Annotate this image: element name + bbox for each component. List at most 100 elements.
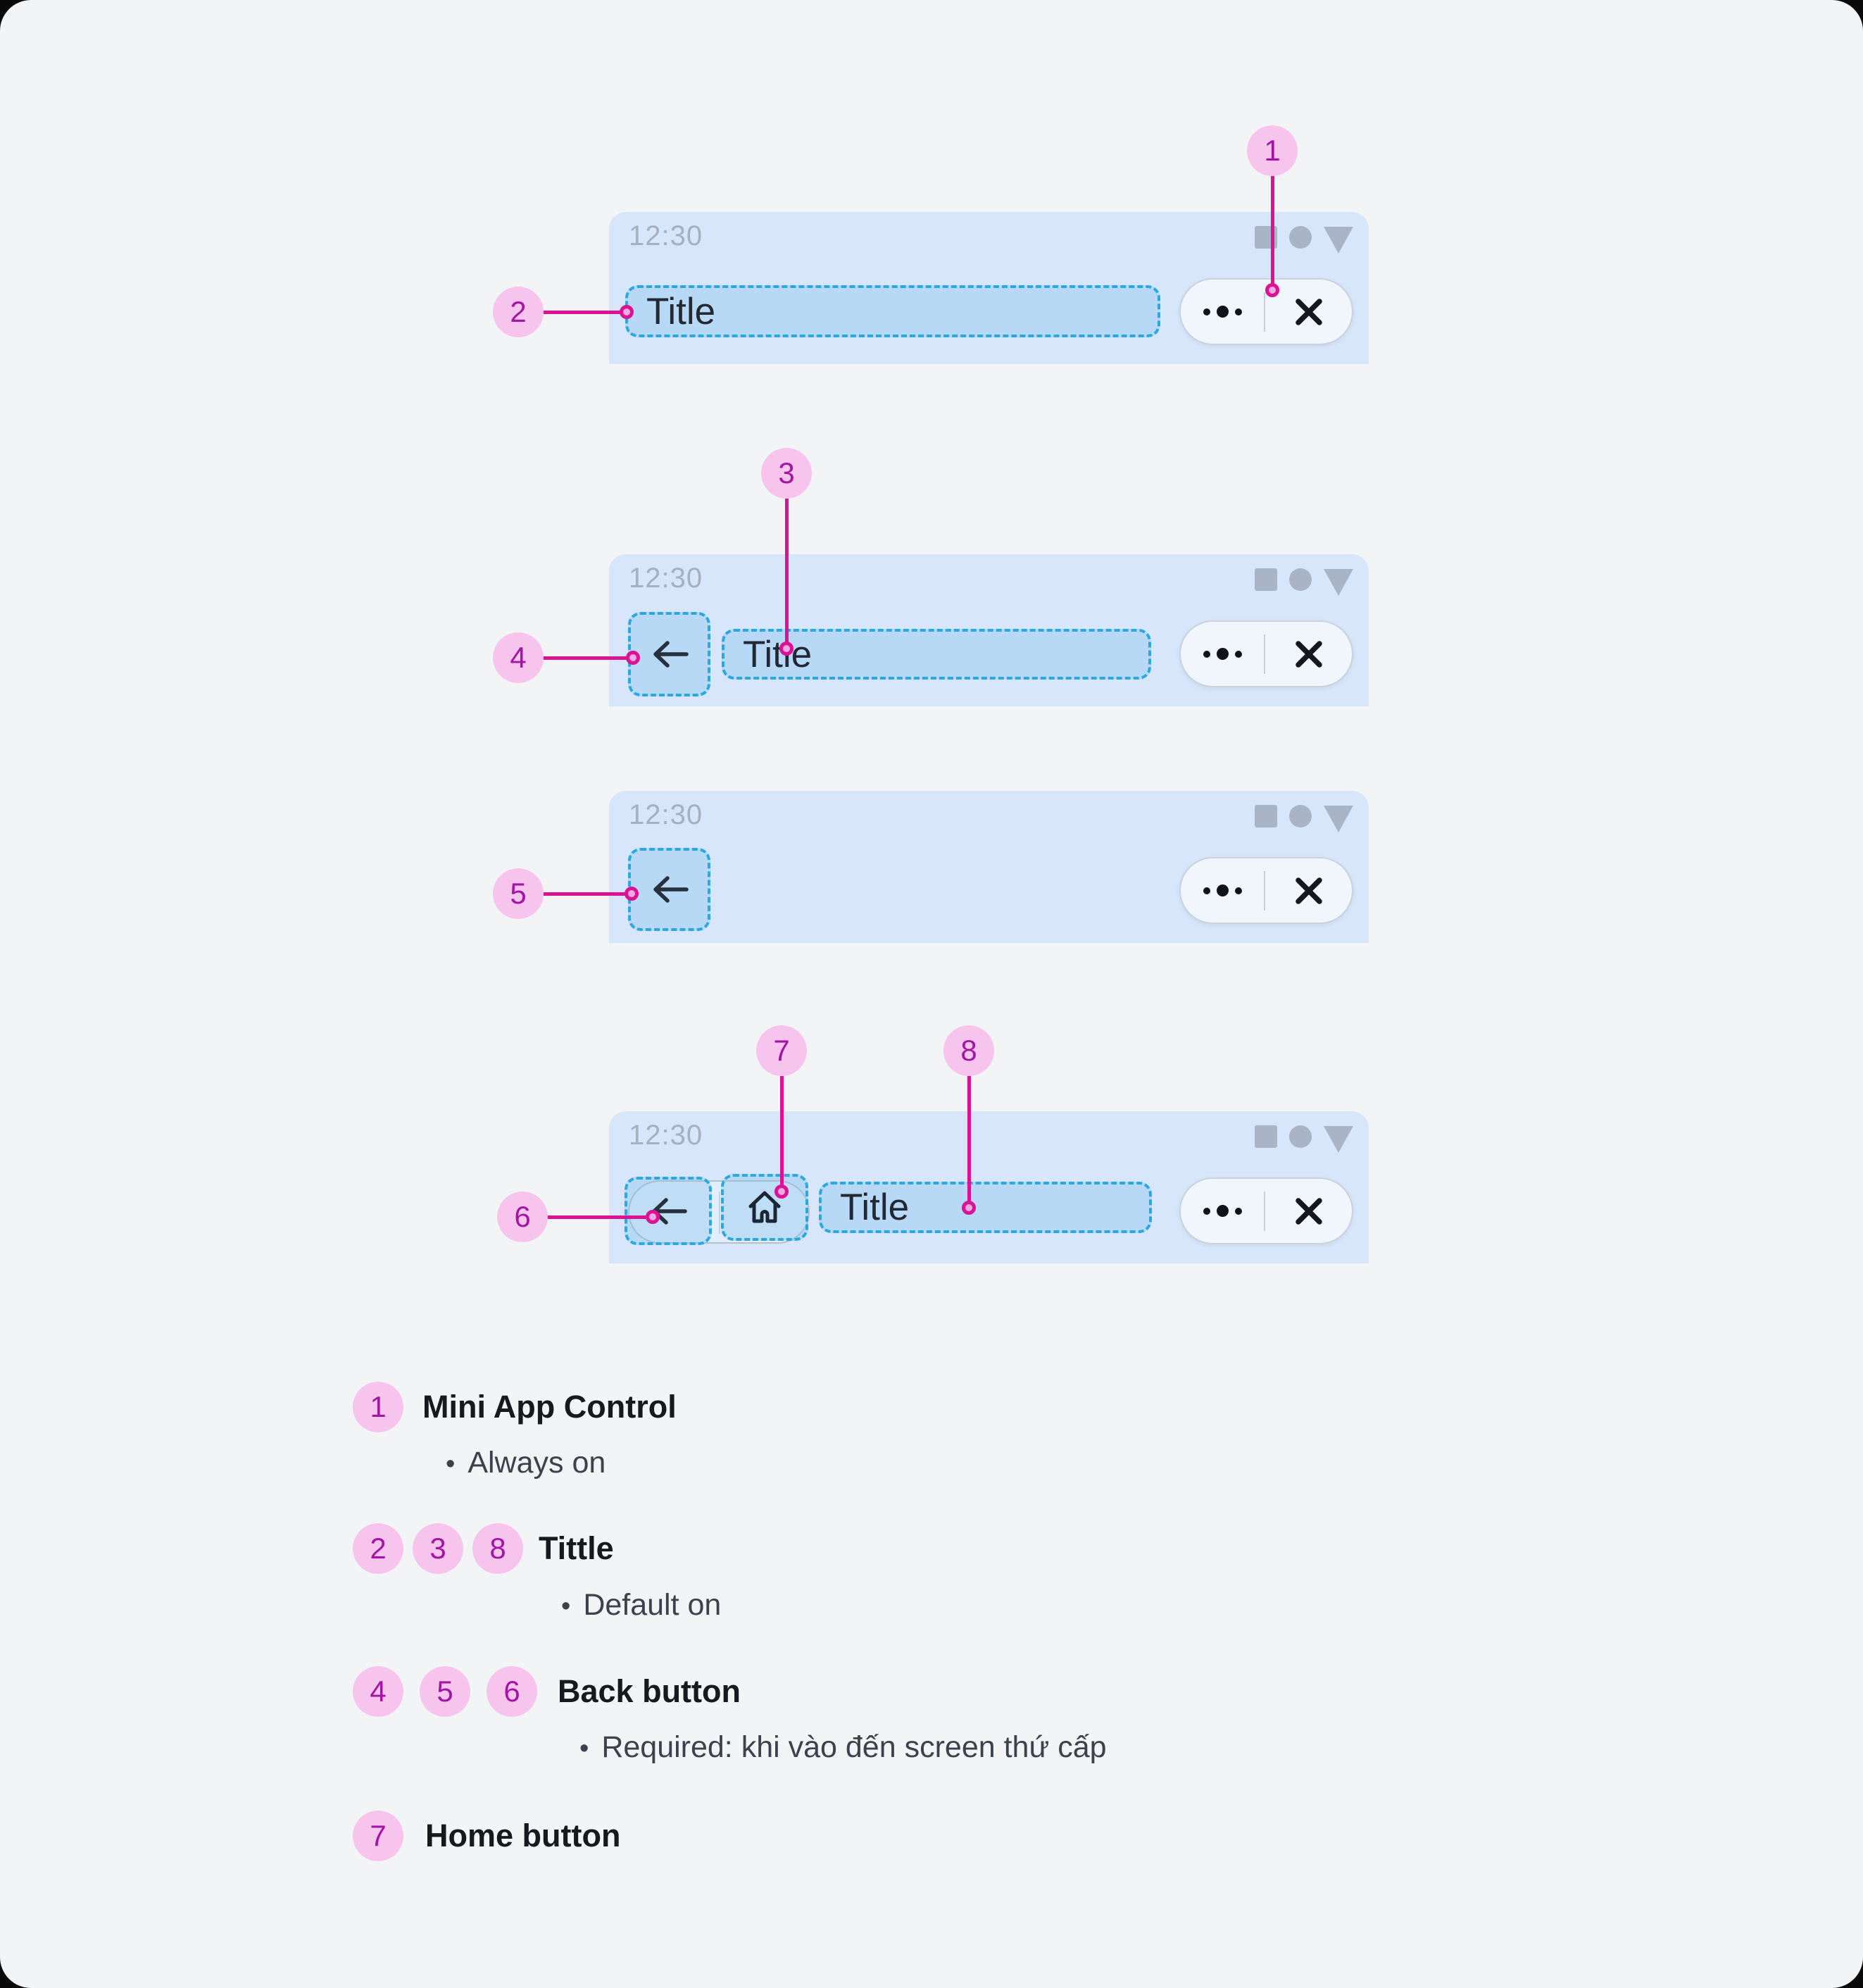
more-button[interactable] [1181, 648, 1264, 660]
more-button[interactable] [1181, 1205, 1264, 1217]
legend-bullet-text: Default on [583, 1588, 722, 1622]
legend-bullet-default-on: • Default on [561, 1588, 721, 1623]
mini-app-control [1179, 857, 1353, 924]
ellipsis-dot-icon [1216, 1205, 1229, 1217]
mini-app-header-back-home-title: 12:30 Title [609, 1111, 1369, 1263]
callout-badge-3: 3 [761, 448, 812, 499]
status-time: 12:30 [629, 563, 703, 594]
ellipsis-dot-icon [1216, 884, 1229, 896]
ellipsis-dot-icon [1234, 650, 1242, 658]
legend-bullet-required: • Required: khi vào đến screen thứ cấp [579, 1730, 1107, 1765]
callout-dot-2 [620, 305, 634, 319]
callout-dot-1 [1265, 283, 1279, 297]
ellipsis-dot-icon [1234, 887, 1242, 894]
legend-row-back-button: 4 5 6 Back button [353, 1666, 741, 1717]
mini-app-header-title-only: 12:30 Title [609, 212, 1369, 364]
title-label: Title [646, 290, 716, 332]
back-button[interactable] [625, 1177, 712, 1245]
callout-badge-4: 4 [493, 632, 544, 683]
legend-row-tittle: 2 3 8 Tittle [353, 1523, 614, 1574]
ellipsis-dot-icon [1203, 887, 1210, 894]
status-icons [1255, 1125, 1353, 1153]
status-circle-icon [1289, 805, 1312, 827]
back-button[interactable] [628, 848, 710, 931]
callout-badge-7: 7 [756, 1025, 807, 1076]
legend-badge: 3 [413, 1523, 463, 1574]
title-region: Title [722, 629, 1151, 680]
callout-line-4 [544, 656, 627, 660]
control-divider [1264, 1191, 1265, 1231]
title-label: Title [840, 1187, 910, 1228]
close-icon [1295, 298, 1322, 325]
ellipsis-dot-icon [1216, 306, 1229, 318]
back-arrow-icon [653, 641, 689, 668]
legend-bullet-text: Required: khi vào đến screen thứ cấp [601, 1730, 1107, 1764]
legend-row-home-button: 7 Home button [353, 1811, 620, 1861]
callout-dot-6 [646, 1210, 660, 1224]
callout-badge-2: 2 [493, 287, 544, 337]
legend-label: Tittle [539, 1530, 614, 1566]
close-button[interactable] [1265, 875, 1352, 906]
more-button[interactable] [1181, 306, 1264, 318]
close-icon [1295, 1197, 1322, 1225]
status-square-icon [1255, 805, 1277, 827]
title-region: Title [819, 1182, 1152, 1233]
callout-line-6 [548, 1215, 648, 1219]
back-button[interactable] [628, 612, 710, 696]
callout-line-2 [544, 311, 621, 314]
status-triangle-icon [1324, 806, 1353, 832]
legend-label: Home button [425, 1818, 621, 1853]
callout-dot-3 [779, 642, 794, 656]
ellipsis-dot-icon [1234, 1207, 1242, 1215]
status-time: 12:30 [629, 220, 703, 251]
ellipsis-dot-icon [1216, 648, 1229, 660]
callout-badge-8: 8 [943, 1025, 994, 1076]
status-triangle-icon [1324, 227, 1353, 254]
legend-badge: 1 [353, 1382, 403, 1432]
callout-dot-5 [625, 887, 639, 901]
legend-label: Mini App Control [422, 1389, 677, 1425]
ellipsis-dot-icon [1234, 308, 1242, 315]
mini-app-control [1179, 1177, 1353, 1244]
close-button[interactable] [1265, 296, 1352, 327]
status-icons [1255, 568, 1353, 596]
mini-app-header-back-title: 12:30 Title [609, 554, 1369, 706]
legend-badge: 5 [420, 1666, 470, 1717]
more-button[interactable] [1181, 884, 1264, 896]
bullet-icon: • [579, 1734, 589, 1763]
ellipsis-dot-icon [1203, 308, 1210, 315]
status-triangle-icon [1324, 1126, 1353, 1153]
status-icons [1255, 226, 1353, 254]
callout-line-5 [544, 892, 626, 896]
legend-bullet-text: Always on [468, 1446, 606, 1480]
status-triangle-icon [1324, 569, 1353, 596]
mini-app-control [1179, 620, 1353, 687]
status-circle-icon [1289, 226, 1312, 249]
callout-dot-8 [962, 1201, 976, 1215]
close-button[interactable] [1265, 639, 1352, 670]
callout-line-8 [967, 1076, 971, 1202]
callout-line-1 [1271, 176, 1274, 285]
legend-bullet-always-on: • Always on [446, 1446, 606, 1480]
control-divider [1264, 634, 1265, 674]
legend-row-mini-app-control: 1 Mini App Control [353, 1382, 677, 1432]
home-button[interactable] [721, 1174, 808, 1241]
legend-label: Back button [558, 1673, 741, 1709]
control-divider [1264, 870, 1265, 911]
status-circle-icon [1289, 1125, 1312, 1148]
close-icon [1295, 877, 1322, 904]
callout-badge-1: 1 [1247, 125, 1298, 176]
legend-badge: 7 [353, 1811, 403, 1861]
title-label: Title [743, 633, 813, 675]
close-button[interactable] [1265, 1196, 1352, 1227]
status-time: 12:30 [629, 1120, 703, 1151]
legend-badge: 6 [487, 1666, 537, 1717]
ellipsis-dot-icon [1203, 1207, 1210, 1215]
mini-app-header-back-only: 12:30 [609, 791, 1369, 943]
callout-dot-7 [774, 1184, 789, 1199]
status-square-icon [1255, 1125, 1277, 1148]
ellipsis-dot-icon [1203, 650, 1210, 658]
pill-divider [719, 1192, 720, 1234]
callout-dot-4 [626, 651, 640, 665]
